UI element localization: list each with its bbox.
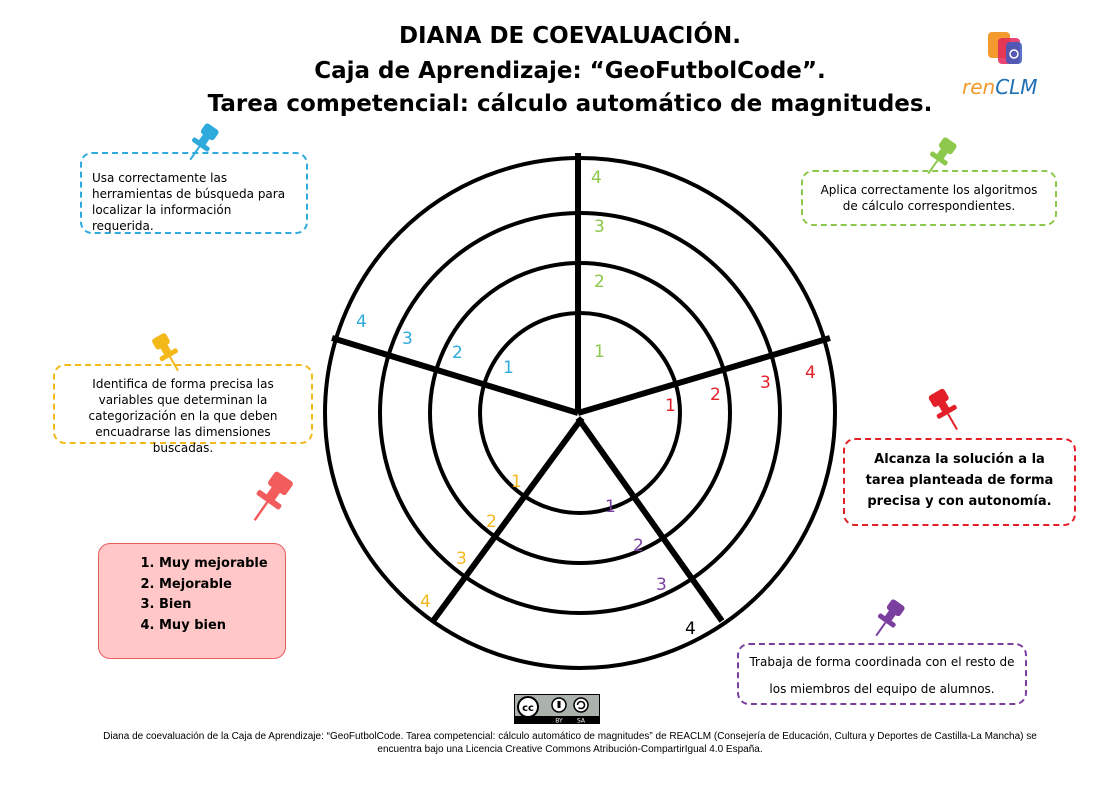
criterion-yellow: Identifica de forma precisa las variable… (53, 364, 313, 455)
green-level-4: 4 (591, 168, 602, 188)
logo-text: renCLM (962, 75, 1038, 99)
legend-item: Bien (159, 595, 285, 616)
divider-lower-left (430, 416, 585, 623)
page-subtitle: Caja de Aprendizaje: “GeoFutbolCode”. (314, 58, 826, 84)
blue-level-4: 4 (356, 312, 367, 332)
criterion-green: Aplica correctamente los algoritmos de c… (801, 170, 1057, 226)
red-level-2: 2 (710, 385, 721, 405)
pushpin-blue-icon (189, 123, 219, 161)
creative-commons-icon[interactable]: cc BY SA (514, 694, 600, 724)
pushpin-red-icon (928, 388, 958, 431)
pushpin-green-icon (927, 137, 957, 175)
green-level-2: 2 (594, 272, 605, 292)
legend-item: Muy bien (159, 616, 285, 637)
criterion-purple: Trabaja de forma coordinada con el resto… (737, 643, 1027, 705)
criterion-blue: Usa correctamente las herramientas de bú… (80, 152, 308, 234)
legend: Muy mejorable Mejorable Bien Muy bien (98, 543, 286, 659)
purple-level-2: 2 (633, 536, 644, 556)
purple-level-1: 1 (605, 497, 616, 517)
svg-text:BY: BY (555, 718, 563, 725)
blue-level-3: 3 (402, 329, 413, 349)
legend-item: Muy mejorable (159, 554, 285, 575)
red-level-4: 4 (805, 363, 816, 383)
yellow-level-3: 3 (456, 549, 467, 569)
green-level-3: 3 (594, 217, 605, 237)
divider-upper-left (331, 335, 579, 416)
page-title: DIANA DE COEVALUACIÓN. (398, 23, 742, 49)
green-level-1: 1 (594, 342, 605, 362)
blue-level-2: 2 (452, 343, 463, 363)
divider-lower-right (575, 416, 725, 623)
page-task-title: Tarea competencial: cálculo automático d… (207, 91, 933, 117)
red-level-3: 3 (760, 373, 771, 393)
svg-text:cc: cc (522, 703, 534, 714)
pushpin-purple-icon (875, 599, 905, 637)
red-level-1: 1 (665, 396, 676, 416)
divider-upper-right (577, 335, 831, 416)
reaclm-logo (988, 32, 1022, 64)
pushpin-pink-icon (253, 471, 293, 521)
criterion-red: Alcanza la solución a la tarea planteada… (843, 438, 1076, 526)
blue-level-1: 1 (503, 358, 514, 378)
pushpin-yellow-icon (152, 333, 179, 372)
svg-text:SA: SA (577, 718, 586, 725)
yellow-level-2: 2 (486, 512, 497, 532)
license-text: Diana de coevaluación de la Caja de Apre… (103, 731, 1037, 755)
legend-item: Mejorable (159, 575, 285, 596)
yellow-level-4: 4 (420, 592, 431, 612)
purple-level-3: 3 (656, 575, 667, 595)
yellow-level-1: 1 (511, 472, 522, 492)
purple-level-4: 4 (685, 619, 696, 639)
